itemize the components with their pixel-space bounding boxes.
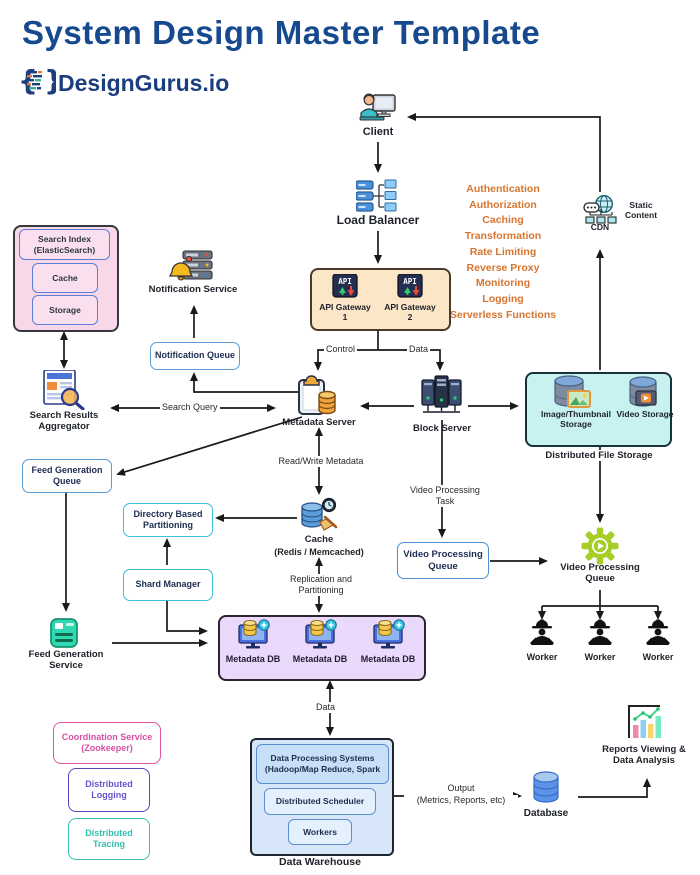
metadata-server-icon [298,375,336,415]
edge-label-data-flow: Data [314,702,338,713]
video-processing-gear-label: Video Processing Queue [560,562,640,584]
svg-text:API: API [338,277,352,286]
api-gateway-group-box [310,268,451,331]
edge-label-video-processing-task: Video Processing Task [404,485,486,507]
distributed-tracing-box: Distributed Tracing [68,818,150,860]
edge-label-control: Control [324,344,358,355]
metadata-server-label: Metadata Server [282,417,356,428]
cdn-label: CDN [590,222,610,232]
image-thumbnail-storage-icon [554,375,591,408]
edge-label-read-write-metadata: Read/Write Metadata [272,456,370,467]
api-icon: API [397,274,423,298]
distributed-logging-box: Distributed Logging [68,768,150,812]
cache-redis-sublabel: (Redis / Memcached) [274,547,364,557]
cache-redis-icon [301,497,338,531]
api-gateway-2-label: API Gateway 2 [384,302,436,322]
notification-service-icon [168,250,213,281]
feature-item: Transformation [464,230,542,243]
image-thumbnail-storage-label: Image/Thumbnail Storage [541,409,611,429]
worker-label: Worker [642,652,674,662]
worker-label: Worker [584,652,616,662]
edge-label-data: Data [407,344,431,355]
data-warehouse-label: Data Warehouse [279,856,361,868]
directory-based-partitioning-box: Directory Based Partitioning [123,503,213,537]
feature-item: Authorization [469,198,537,211]
video-storage-label: Video Storage [616,409,674,419]
client-icon [359,93,396,121]
svg-text:}: } [44,64,56,97]
cache-redis-label: Cache [304,534,334,545]
workers-box: Workers [288,819,352,845]
metadata-db-icon [305,619,337,649]
metadata-db-label: Metadata DB [360,654,416,664]
api-gateway-1-label: API Gateway 1 [319,302,371,322]
search-results-aggregator-icon [43,370,85,410]
feed-generation-service-label: Feed Generation Service [28,649,104,671]
edge-label-output: Output [430,783,492,794]
cache-box: Cache [32,263,98,293]
database-icon [533,771,559,803]
load-balancer-icon [356,179,397,212]
database-label: Database [523,808,569,819]
brand-name: DesignGurus.io [58,70,230,96]
client-label: Client [362,126,394,138]
worker-label: Worker [526,652,558,662]
distributed-file-storage-label: Distributed File Storage [541,450,657,462]
worker-icon [530,619,554,645]
svg-text:{: { [18,64,38,97]
svg-text:API: API [403,277,417,286]
storage-box: Storage [32,295,98,325]
reports-chart-icon [628,705,661,738]
data-processing-systems-box: Data Processing Systems (Hadoop/Map Redu… [256,744,389,784]
api-icon: API [332,274,358,298]
shard-manager-box: Shard Manager [123,569,213,601]
cdn-icon [583,195,617,224]
worker-icon [646,619,670,645]
metadata-db-label: Metadata DB [225,654,281,664]
feature-item: Monitoring [475,277,531,290]
reports-viewing-label: Reports Viewing & Data Analysis [602,744,686,766]
notification-service-label: Notification Service [148,284,238,295]
coordination-service-box: Coordination Service (Zookeeper) [53,722,161,764]
feature-item: Rate Limiting [469,245,537,258]
designgurus-logo-icon: { } [18,64,56,97]
load-balancer-label: Load Balancer [336,213,420,227]
edge-label-search-query: Search Query [160,402,220,413]
video-processing-gear-icon [581,527,619,565]
page-title: System Design Master Template [22,14,541,51]
notification-queue-box: Notification Queue [150,342,240,370]
feed-generation-queue-box: Feed Generation Queue [22,459,112,493]
search-results-aggregator-label: Search Results Aggregator [29,410,99,432]
feed-generation-service-icon [50,618,78,648]
feature-item: Authentication [466,183,540,195]
static-content-label: Static Content [624,200,658,220]
gateway-feature-list: Authentication Authorization Caching Tra… [420,182,586,323]
worker-icon [588,619,612,645]
edge-label-output-detail: (Metrics, Reports, etc) [404,795,518,806]
metadata-db-icon [373,619,405,649]
feature-item: Caching [482,214,524,227]
video-processing-queue-box: Video Processing Queue [397,542,489,579]
metadata-db-icon [238,619,270,649]
video-storage-icon [629,376,657,407]
metadata-db-label: Metadata DB [292,654,348,664]
feature-item: Serverless Functions [449,308,557,321]
feature-item: Reverse Proxy [466,261,540,274]
search-index-box: Search Index (ElasticSearch) [19,229,110,260]
distributed-scheduler-box: Distributed Scheduler [264,788,376,815]
edge-label-replication-partitioning: Replication and Partitioning [279,574,363,596]
feature-item: Logging [482,292,524,305]
block-server-icon [421,375,462,413]
